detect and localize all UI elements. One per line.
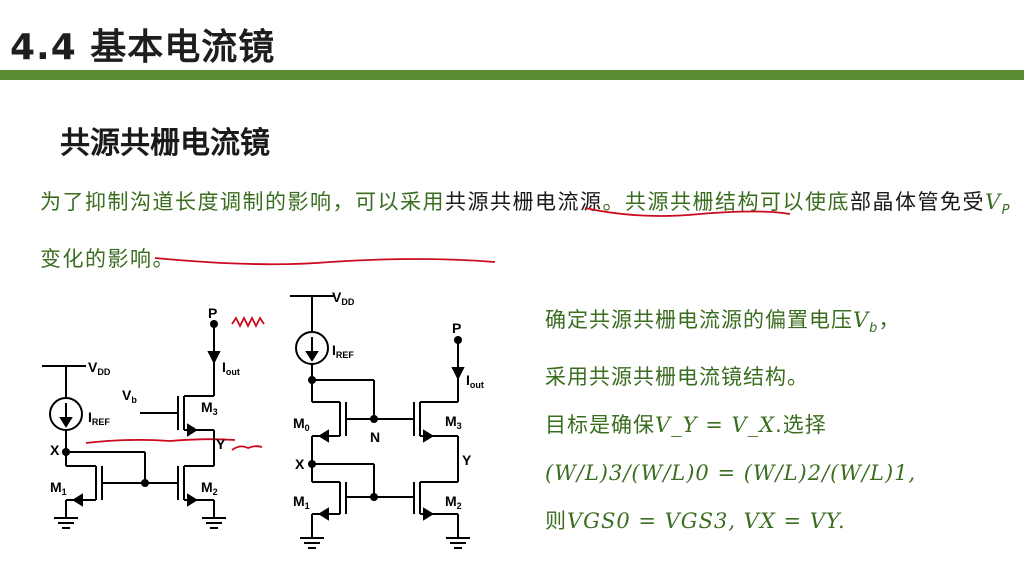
circuit-1 xyxy=(42,320,226,529)
c2-vdd-label: VDD xyxy=(332,289,355,307)
section-subtitle: 共源共栅电流镜 xyxy=(60,126,270,161)
circuit-1-labels: VDD IREF X M1 Vb P Iout M3 Y M2 xyxy=(50,305,240,497)
para-text-3: 变化的影响。 xyxy=(40,247,175,271)
c2-y-label: Y xyxy=(462,452,472,468)
c1-x-label: X xyxy=(50,442,60,458)
para-text-1: 为了抑制沟道长度调制的影响，可以采用 xyxy=(40,190,445,214)
c2-x-label: X xyxy=(295,456,305,472)
para-highlight-2: 部晶体管免受 xyxy=(850,190,985,214)
note-line-5: 则VGS0 = VGS3, VX = VY. xyxy=(545,509,846,533)
note-line-1: 确定共源共栅电流源的偏置电压Vb， xyxy=(545,308,901,336)
scribble-y-node xyxy=(231,445,263,451)
c1-y-label: Y xyxy=(216,436,226,452)
scribble-p-node xyxy=(231,315,265,329)
vp-var: V xyxy=(985,190,1002,214)
c1-m1-label: M1 xyxy=(50,479,67,497)
note-line-3: 目标是确保V_Y = V_X.选择 xyxy=(545,413,827,437)
red-annotations xyxy=(85,207,791,451)
c1-vdd-label: VDD xyxy=(88,359,111,377)
c2-iref-label: IREF xyxy=(332,342,354,360)
c1-iref-label: IREF xyxy=(88,409,110,427)
note-line-4: (W/L)3/(W/L)0 = (W/L)2/(W/L)1, xyxy=(545,461,917,485)
c1-p-label: P xyxy=(208,305,217,321)
c2-m0-label: M0 xyxy=(293,415,310,433)
intro-paragraph: 为了抑制沟道长度调制的影响，可以采用共源共栅电流源。共源共栅结构可以使底部晶体管… xyxy=(40,178,1015,283)
underline-cascode-source xyxy=(584,207,791,217)
circuit-2 xyxy=(290,295,470,549)
circuit-2-labels: VDD IREF M0 N X M1 P Iout M3 Y M2 xyxy=(293,289,484,511)
note-line-2: 采用共源共栅电流镜结构。 xyxy=(545,365,809,389)
c2-m3-label: M3 xyxy=(445,413,462,431)
title-underline-bar xyxy=(0,70,1024,80)
scribble-x-line xyxy=(85,438,236,444)
design-notes: 确定共源共栅电流源的偏置电压Vb， 采用共源共栅电流镜结构。 目标是确保V_Y … xyxy=(545,296,1024,545)
c1-vb-label: Vb xyxy=(122,387,137,405)
c1-iout-label: Iout xyxy=(222,359,240,377)
c1-m2-label: M2 xyxy=(201,479,218,497)
para-highlight-1: 共源共栅电流源 xyxy=(445,190,603,214)
underline-bottom-transistor xyxy=(154,257,496,266)
c1-m3-label: M3 xyxy=(201,399,218,417)
c2-p-label: P xyxy=(452,320,461,336)
c2-m2-label: M2 xyxy=(445,493,462,511)
c2-n-label: N xyxy=(370,429,380,445)
para-text-2: 。共源共栅结构可以使底 xyxy=(602,190,850,214)
c2-m1-label: M1 xyxy=(293,493,310,511)
slide-title: 4.4 基本电流镜 xyxy=(10,27,276,68)
c2-iout-label: Iout xyxy=(466,372,484,390)
vp-sub: P xyxy=(1001,203,1012,218)
